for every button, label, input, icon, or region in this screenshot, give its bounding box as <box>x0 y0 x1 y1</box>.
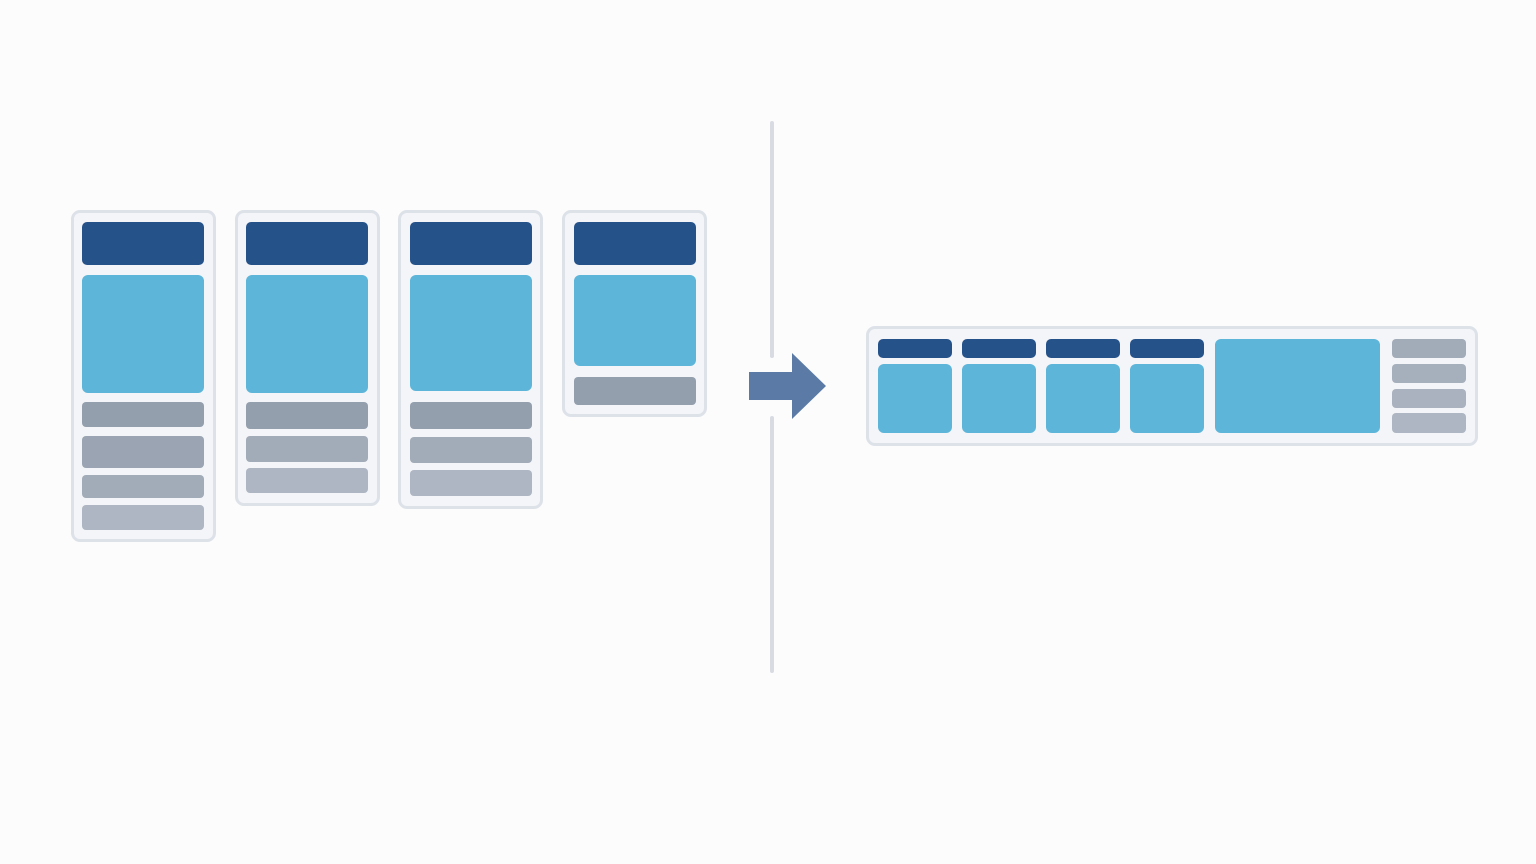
card-1-header-block <box>82 222 204 265</box>
row-col-2-image-block <box>962 364 1036 433</box>
arrow-right-icon <box>749 353 826 419</box>
row-text-line-1 <box>1392 339 1466 358</box>
card-3-text-line-2 <box>410 437 532 463</box>
card-4-text-line-1 <box>574 377 696 405</box>
row-col-1-image-block <box>878 364 952 433</box>
card-4-image-block <box>574 275 696 366</box>
card-1-text-line-1 <box>82 402 204 427</box>
card-1-text-line-3 <box>82 475 204 498</box>
card-2-image-block <box>246 275 368 393</box>
center-divider-bottom <box>770 416 774 673</box>
row-text-line-4 <box>1392 413 1466 433</box>
card-4-header-block <box>574 222 696 265</box>
card-2-text-line-1 <box>246 402 368 429</box>
card-2-text-line-3 <box>246 468 368 493</box>
row-col-2-header-block <box>962 339 1036 358</box>
card-2-text-line-2 <box>246 436 368 462</box>
card-3-text-line-3 <box>410 470 532 496</box>
row-col-4-image-block <box>1130 364 1204 433</box>
center-divider-top <box>770 121 774 358</box>
card-3-text-line-1 <box>410 402 532 429</box>
row-text-line-2 <box>1392 364 1466 383</box>
row-col-1-header-block <box>878 339 952 358</box>
row-large-image-block <box>1215 339 1380 433</box>
card-1-text-line-4 <box>82 505 204 530</box>
row-text-line-3 <box>1392 389 1466 408</box>
card-3-header-block <box>410 222 532 265</box>
card-2-header-block <box>246 222 368 265</box>
card-1-text-line-2 <box>82 436 204 468</box>
row-col-4-header-block <box>1130 339 1204 358</box>
card-1-image-block <box>82 275 204 393</box>
card-3-image-block <box>410 275 532 391</box>
row-col-3-image-block <box>1046 364 1120 433</box>
row-col-3-header-block <box>1046 339 1120 358</box>
